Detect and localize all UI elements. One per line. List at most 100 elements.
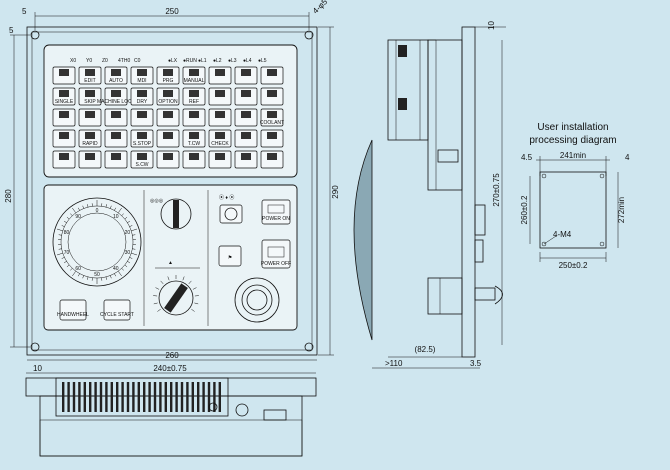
keypad-key[interactable]: AUTO <box>104 66 128 85</box>
heatsink-fin <box>78 382 81 412</box>
install-cutout <box>539 171 607 249</box>
keypad-key[interactable]: COOLANT <box>260 108 284 127</box>
axis-select-knob[interactable]: ◎◎◎ <box>150 198 192 230</box>
heatsink-fin <box>121 382 124 412</box>
heatsink-fin <box>67 382 70 412</box>
feed-override-knob[interactable] <box>153 275 199 316</box>
keypad-key[interactable] <box>130 108 154 127</box>
keypad-key[interactable] <box>260 87 284 106</box>
keypad-key[interactable] <box>234 108 258 127</box>
keypad-key[interactable]: DRY <box>130 87 154 106</box>
cycle-lamp-button[interactable]: ⚑ <box>218 245 242 267</box>
keypad-key[interactable]: S.CW <box>130 150 154 169</box>
heatsink <box>55 377 229 417</box>
key-switch[interactable]: ⦿ ♦ ⦿ <box>219 195 243 224</box>
keypad-key[interactable] <box>260 150 284 169</box>
keypad-key[interactable]: OPTION <box>156 87 180 106</box>
keypad-key[interactable] <box>52 66 76 85</box>
front-outer-plate <box>26 26 318 356</box>
bottom-connector-block <box>263 409 287 421</box>
keypad-key[interactable] <box>78 150 102 169</box>
keypad-key[interactable] <box>52 129 76 148</box>
handwheel-tick-label: 30 <box>125 250 131 256</box>
dim-install-height-left: 260±0.2 <box>520 195 529 224</box>
side-estop-profile <box>474 287 496 301</box>
svg-text:⚑: ⚑ <box>228 255 232 261</box>
dim-right-height: 290 <box>331 185 340 199</box>
handwheel-mode-button[interactable]: HANDWHEEL <box>57 299 89 321</box>
keypad-key[interactable] <box>208 108 232 127</box>
keypad-key[interactable] <box>234 87 258 106</box>
mount-hole-icon <box>599 241 605 247</box>
keypad-key-caption: REF <box>189 99 199 105</box>
keypad-key[interactable] <box>104 129 128 148</box>
keypad-key[interactable] <box>182 108 206 127</box>
mount-hole-icon <box>541 241 547 247</box>
keypad-key[interactable] <box>260 129 284 148</box>
heatsink-fin <box>137 382 140 412</box>
front-inner-border <box>31 31 313 351</box>
keypad-key[interactable]: SKIP <box>78 87 102 106</box>
keypad-key[interactable] <box>156 108 180 127</box>
dim-side-offset: 5 <box>9 26 14 35</box>
keypad-key-caption: DRY <box>137 99 148 105</box>
dim-side-plate: 3.5 <box>470 359 482 368</box>
keypad-key[interactable]: REF <box>182 87 206 106</box>
keypad-key[interactable]: SINGLE <box>52 87 76 106</box>
keypad-key[interactable] <box>182 150 206 169</box>
keypad-key[interactable] <box>104 150 128 169</box>
keypad-key[interactable]: EDIT <box>78 66 102 85</box>
keypad-key[interactable] <box>52 108 76 127</box>
keypad-key[interactable] <box>234 66 258 85</box>
keypad-key[interactable] <box>234 129 258 148</box>
dim-install-height-right: 272min <box>617 197 626 223</box>
emergency-stop-button[interactable] <box>234 277 280 323</box>
keypad-key[interactable]: MACHINE LOCK <box>97 87 136 106</box>
heatsink-fin <box>180 382 184 412</box>
bottom-connector-icon <box>208 402 218 412</box>
heatsink-fin <box>186 382 189 412</box>
cycle-start-button[interactable]: CYCLE START <box>100 299 134 321</box>
svg-text:POWER ON: POWER ON <box>262 216 290 222</box>
keypad-key[interactable]: MDI <box>130 66 154 85</box>
keypad-key[interactable] <box>208 66 232 85</box>
keypad-key[interactable] <box>52 150 76 169</box>
keypad-key[interactable]: T.CW <box>182 129 206 148</box>
keypad-key[interactable]: PRG <box>156 66 180 85</box>
keypad-key[interactable] <box>104 108 128 127</box>
dim-top-width: 250 <box>165 7 179 16</box>
keypad-key[interactable] <box>234 150 258 169</box>
heatsink-fin <box>126 382 130 412</box>
keypad-key[interactable] <box>208 150 232 169</box>
keypad-key-caption: SKIP <box>84 99 96 105</box>
heatsink-fin <box>143 382 146 412</box>
keypad-key[interactable]: MANUAL <box>182 66 206 85</box>
heatsink-fin <box>72 382 76 412</box>
keypad-key[interactable] <box>208 87 232 106</box>
heatsink-fin <box>94 382 97 412</box>
keypad-key[interactable] <box>260 66 284 85</box>
heatsink-fin <box>116 382 119 412</box>
power-on-button[interactable]: POWER ON <box>261 199 291 225</box>
dim-install-bottom: 250±0.2 <box>559 261 588 270</box>
power-off-button[interactable]: POWER OFF <box>261 239 291 269</box>
heatsink-fin <box>89 382 92 412</box>
heatsink-fin <box>110 382 113 412</box>
keypad-key[interactable]: CHECK <box>208 129 232 148</box>
keypad-key[interactable]: RAPID <box>78 129 102 148</box>
dim-left-height: 280 <box>4 189 13 203</box>
keypad-key-caption: CHECK <box>211 141 229 147</box>
axis-label: Y0 <box>86 58 92 64</box>
handwheel-tick-label: 40 <box>113 266 119 272</box>
keypad-key[interactable] <box>78 108 102 127</box>
dim-side-offset-top: 5 <box>22 7 27 16</box>
keypad-key[interactable] <box>156 129 180 148</box>
dim-bottom-left: 10 <box>33 364 42 373</box>
keypad-key[interactable]: S.STOP <box>130 129 154 148</box>
heatsink-fin <box>164 382 167 412</box>
heatsink-fin <box>213 382 216 412</box>
keypad-key[interactable] <box>156 150 180 169</box>
